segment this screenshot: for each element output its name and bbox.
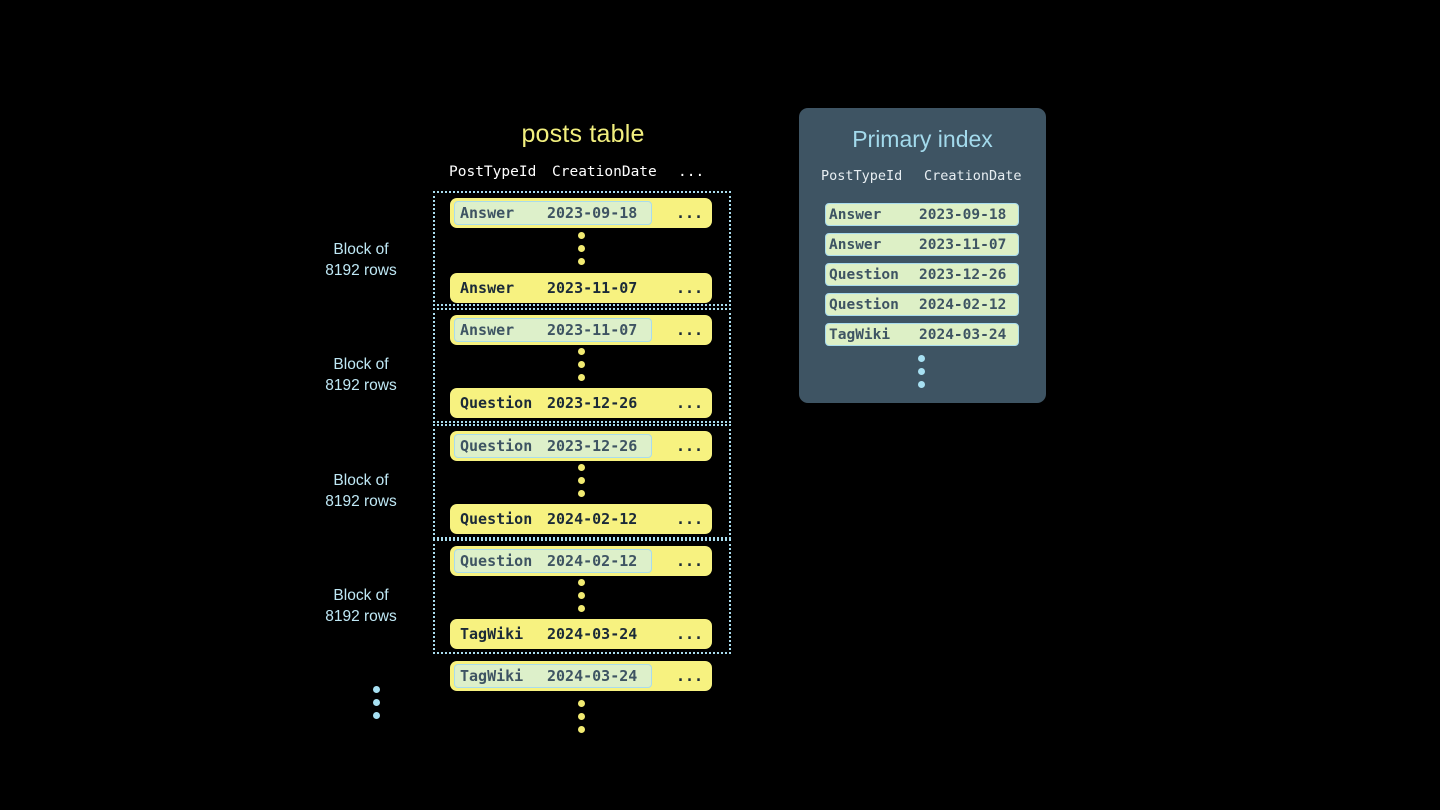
block-label-1-line2: 8192 rows	[325, 261, 397, 279]
index-mark-highlight	[454, 549, 652, 573]
index-cell-creationdate: 2023-09-18	[919, 206, 1007, 223]
cell-creationdate: 2023-12-26	[547, 437, 638, 455]
index-mark-highlight	[454, 664, 652, 688]
index-cell-creationdate: 2024-03-24	[919, 326, 1007, 343]
index-row[interactable]: Question 2023-12-26	[825, 263, 1019, 286]
posts-table-column-headers: PostTypeId CreationDate ...	[433, 164, 733, 184]
index-mark-highlight	[454, 318, 652, 342]
table-row[interactable]: Question 2024-02-12 ...	[450, 504, 712, 534]
cell-posttypeid: Question	[460, 552, 533, 570]
cell-more: ...	[676, 510, 704, 528]
row-ellipsis-dots-2	[575, 348, 587, 381]
cell-creationdate: 2024-03-24	[547, 667, 638, 685]
index-cell-posttypeid: Question	[829, 266, 899, 283]
index-cell-posttypeid: Answer	[829, 236, 882, 253]
posts-column-header-creationdate: CreationDate	[552, 164, 657, 180]
index-continues-dots	[915, 355, 927, 388]
block-boundary-3	[433, 424, 731, 539]
block-label-3-line1: Block of	[333, 472, 389, 489]
cell-creationdate: 2024-02-12	[547, 552, 638, 570]
cell-posttypeid: TagWiki	[460, 667, 524, 685]
cell-creationdate: 2024-02-12	[547, 510, 638, 528]
table-continues-dots	[575, 700, 587, 733]
cell-creationdate: 2024-03-24	[547, 625, 638, 643]
cell-more: ...	[676, 321, 704, 339]
index-column-header-creationdate: CreationDate	[924, 168, 1022, 184]
cell-posttypeid: Question	[460, 394, 533, 412]
table-row[interactable]: TagWiki 2024-03-24 ...	[450, 619, 712, 649]
block-boundary-4	[433, 539, 731, 654]
cell-more: ...	[676, 437, 704, 455]
index-row[interactable]: Answer 2023-11-07	[825, 233, 1019, 256]
index-mark-highlight	[454, 201, 652, 225]
table-row[interactable]: Question 2023-12-26 ...	[450, 388, 712, 418]
cell-creationdate: 2023-09-18	[547, 204, 638, 222]
primary-index-panel: Primary index PostTypeId CreationDate An…	[799, 108, 1046, 403]
row-ellipsis-dots-3	[575, 464, 587, 497]
block-label-1-line1: Block of	[333, 241, 389, 258]
block-label-3: Block of 8192 rows	[300, 471, 422, 512]
cell-more: ...	[676, 204, 704, 222]
block-boundary-1	[433, 191, 731, 306]
row-ellipsis-dots-4	[575, 579, 587, 612]
primary-index-title: Primary index	[852, 126, 993, 152]
cell-more: ...	[676, 279, 704, 297]
row-ellipsis-dots-1	[575, 232, 587, 265]
table-row[interactable]: Question 2024-02-12 ...	[450, 546, 712, 576]
index-cell-posttypeid: Answer	[829, 206, 882, 223]
table-row[interactable]: Answer 2023-11-07 ...	[450, 315, 712, 345]
index-row[interactable]: TagWiki 2024-03-24	[825, 323, 1019, 346]
cell-more: ...	[676, 667, 704, 685]
cell-posttypeid: Question	[460, 437, 533, 455]
cell-posttypeid: Question	[460, 510, 533, 528]
cell-posttypeid: Answer	[460, 279, 515, 297]
block-label-4-line2: 8192 rows	[325, 607, 397, 625]
index-row[interactable]: Question 2024-02-12	[825, 293, 1019, 316]
table-row[interactable]: Answer 2023-09-18 ...	[450, 198, 712, 228]
index-cell-posttypeid: TagWiki	[829, 326, 891, 343]
primary-index-column-headers: PostTypeId CreationDate	[799, 168, 1046, 188]
blocks-continue-dots	[370, 686, 382, 719]
index-cell-posttypeid: Question	[829, 296, 899, 313]
block-label-4-line1: Block of	[333, 587, 389, 604]
block-boundary-2	[433, 308, 731, 423]
cell-creationdate: 2023-11-07	[547, 279, 638, 297]
table-row[interactable]: TagWiki 2024-03-24 ...	[450, 661, 712, 691]
index-column-header-posttypeid: PostTypeId	[821, 168, 903, 184]
block-label-3-line2: 8192 rows	[325, 492, 397, 510]
posts-column-header-posttypeid: PostTypeId	[449, 164, 537, 180]
block-label-2: Block of 8192 rows	[300, 355, 422, 396]
cell-more: ...	[676, 625, 704, 643]
index-mark-highlight	[454, 434, 652, 458]
cell-more: ...	[676, 394, 704, 412]
cell-posttypeid: Answer	[460, 204, 515, 222]
cell-posttypeid: Answer	[460, 321, 515, 339]
index-cell-creationdate: 2024-02-12	[919, 296, 1007, 313]
index-cell-creationdate: 2023-12-26	[919, 266, 1007, 283]
cell-creationdate: 2023-12-26	[547, 394, 638, 412]
posts-table-title: posts table	[521, 120, 645, 148]
table-row[interactable]: Answer 2023-11-07 ...	[450, 273, 712, 303]
index-cell-creationdate: 2023-11-07	[919, 236, 1007, 253]
cell-more: ...	[676, 552, 704, 570]
cell-creationdate: 2023-11-07	[547, 321, 638, 339]
cell-posttypeid: TagWiki	[460, 625, 524, 643]
block-label-2-line2: 8192 rows	[325, 376, 397, 394]
index-row[interactable]: Answer 2023-09-18	[825, 203, 1019, 226]
block-label-1: Block of 8192 rows	[300, 240, 422, 281]
posts-column-header-more: ...	[678, 164, 705, 180]
table-row[interactable]: Question 2023-12-26 ...	[450, 431, 712, 461]
block-label-4: Block of 8192 rows	[300, 586, 422, 627]
block-label-2-line1: Block of	[333, 356, 389, 373]
